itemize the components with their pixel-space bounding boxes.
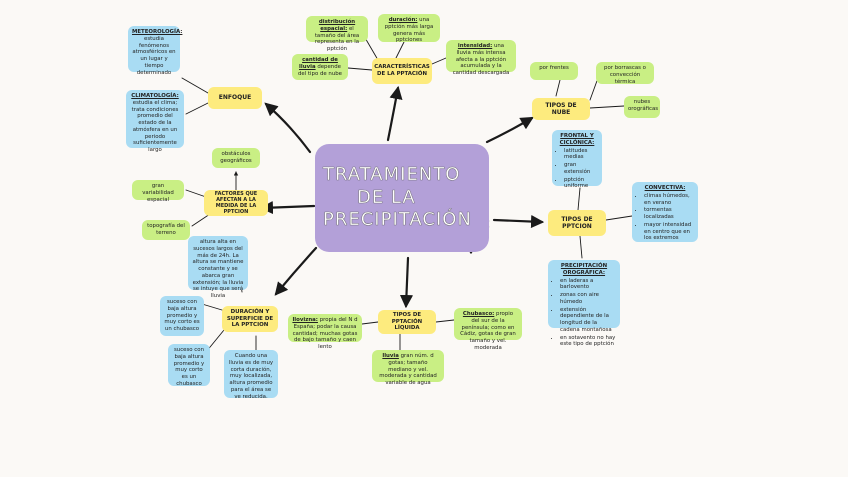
climatologia-node: CLIMATOLOGÍA: estudia el clima; trata co… (126, 90, 184, 153)
convectiva-list: climas húmedos, en veranotormentas local… (636, 193, 694, 242)
llovizna-node: llovizna: propia del N d España; podar l… (288, 314, 362, 350)
frontal-item: latitudes medias (564, 148, 598, 162)
arrow-to-caracteristicas (386, 85, 403, 142)
orografica-item: zonas con aire húmedo (560, 292, 616, 306)
arrow-to-factores (259, 200, 316, 215)
title-line-2: DE LA (357, 186, 416, 208)
duracion-node: DURACIÓN Y SUPERFICIE DE LA PPTCION (222, 306, 278, 332)
topografia-node: topografía del terreno (142, 220, 190, 240)
intensidad-node: intensidad: una lluvia más intensa afect… (446, 40, 516, 76)
convectiva-item: climas húmedos, en verano (644, 193, 694, 207)
variabilidad-node: gran variabilidad espacial (132, 180, 184, 203)
chubasco-node: Chubasco: propio del sur de la península… (454, 308, 522, 351)
orografica-node: PRECIPITACIÓN OROGRÁFICA: en laderas a b… (548, 260, 620, 347)
enfoque-node: ENFOQUE (208, 87, 262, 109)
tipos-pptcion-node: TIPOS DE PPTCION (548, 210, 606, 236)
arrow-to-tipos-nube (485, 116, 534, 144)
frontal-list: latitudes mediasgran extensiónpptción un… (556, 148, 598, 191)
altura-alta-node: altura alta en sucesos largos del más de… (188, 236, 248, 299)
frontal-node: FRONTAL Y CICLÓNICA: latitudes mediasgra… (552, 130, 602, 189)
orografica-item: en laderas a barlovento (560, 278, 616, 292)
orografica-list: en laderas a barloventozonas con aire hú… (552, 278, 616, 349)
por-frentes-node: por frentes (530, 62, 578, 80)
lluvia-corta-node: Cuando una lluvia es de muy corta duraci… (224, 350, 278, 400)
arrow-to-tipos-pptcion (492, 214, 545, 229)
convectiva-node: CONVECTIVA: climas húmedos, en veranotor… (632, 182, 698, 242)
caracteristicas-node: CARACTERÍSTICAS DE LA PPTACIÓN (372, 58, 432, 84)
suceso-chubasco-node-2: suceso con baja altura promedio y muy co… (168, 344, 210, 387)
arrow-to-tipos-liquida (399, 256, 414, 309)
tipos-liquida-node: TIPOS DE PPTACIÓN LÍQUIDA (378, 310, 436, 334)
borrascas-node: por borrascas o convección térmica (596, 62, 654, 85)
cantidad-lluvia-node: cantidad de lluvia depende del tipo de n… (292, 54, 348, 80)
title-line-3: PRECIPITACIÓN (323, 209, 472, 231)
obstaculos-node: obstáculos geográficos (212, 148, 260, 168)
arrow-to-enfoque (264, 102, 312, 154)
convectiva-item: mayor intensidad en centro que en los ex… (644, 222, 694, 242)
orografica-item: extensión dependiente de la longitud de … (560, 307, 616, 334)
factores-node: FACTORES QUE AFECTAN A LA MEDIDA DE LA P… (204, 190, 268, 216)
frontal-item: gran extensión (564, 162, 598, 176)
frontal-item: pptción uniforme (564, 177, 598, 191)
arrow-to-duracion (274, 246, 318, 296)
title-line-1: TRATAMIENTO (323, 164, 461, 186)
convectiva-item: tormentas localizadas (644, 207, 694, 221)
suceso-chubasco-node-1: suceso con baja altura promedio y muy co… (160, 296, 204, 336)
orograficas-nube-node: nubes orográficas (624, 96, 660, 118)
tipos-nube-node: TIPOS DE NUBE (532, 98, 590, 120)
main-title-box: TRATAMIENTO DE LA PRECIPITACIÓN (315, 144, 489, 252)
meteorologia-node: METEOROLOGÍA: estudia fenómenos atmosfér… (128, 26, 182, 76)
distribucion-node: distribución espacial: el tamaño del áre… (306, 16, 368, 52)
duracion-pptcion-node: duración: una pptción más larga genera m… (378, 14, 440, 43)
lluvia-node: lluvia gran núm. d gotas; tamaño mediano… (372, 350, 444, 386)
orografica-item: en sotavento no hay este tipo de pptción (560, 335, 616, 349)
